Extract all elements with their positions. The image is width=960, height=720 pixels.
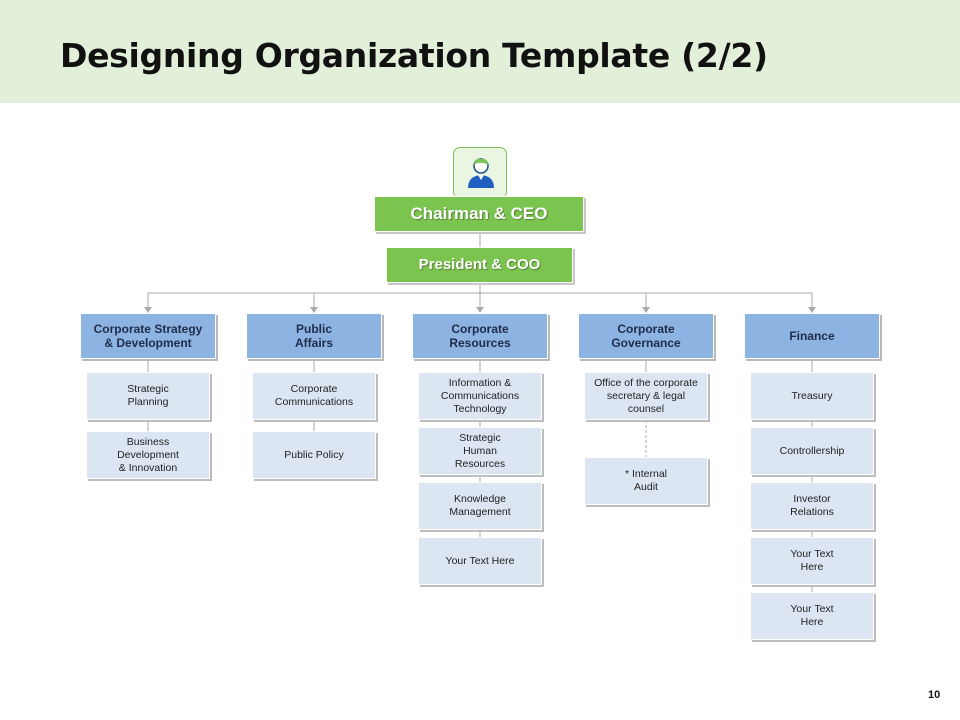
page-number: 10 <box>928 689 941 701</box>
unit-box: Strategic Human Resources <box>418 427 542 475</box>
dept-corporate-strategy: Corporate Strategy & Development <box>80 313 216 359</box>
unit-box: Strategic Planning <box>86 372 210 420</box>
unit-box: Office of the corporate secretary & lega… <box>584 372 708 420</box>
president-box: President & COO <box>386 247 573 283</box>
page-title: Designing Organization Template (2/2) <box>60 36 768 75</box>
ceo-avatar <box>453 147 507 199</box>
unit-box: Controllership <box>750 427 874 475</box>
unit-box: Your Text Here <box>750 537 874 585</box>
ceo-box: Chairman & CEO <box>374 196 584 232</box>
user-icon <box>468 158 494 188</box>
unit-box: Information & Communications Technology <box>418 372 542 420</box>
dept-public-affairs: Public Affairs <box>246 313 382 359</box>
dept-finance: Finance <box>744 313 880 359</box>
unit-box: Corporate Communications <box>252 372 376 420</box>
dept-corporate-governance: Corporate Governance <box>578 313 714 359</box>
unit-box: * Internal Audit <box>584 457 708 505</box>
unit-box: Your Text Here <box>750 592 874 640</box>
unit-box: Business Development & Innovation <box>86 431 210 479</box>
unit-box: Knowledge Management <box>418 482 542 530</box>
unit-box: Investor Relations <box>750 482 874 530</box>
unit-box: Treasury <box>750 372 874 420</box>
unit-box: Public Policy <box>252 431 376 479</box>
header-band <box>0 0 960 103</box>
dept-corporate-resources: Corporate Resources <box>412 313 548 359</box>
unit-box: Your Text Here <box>418 537 542 585</box>
